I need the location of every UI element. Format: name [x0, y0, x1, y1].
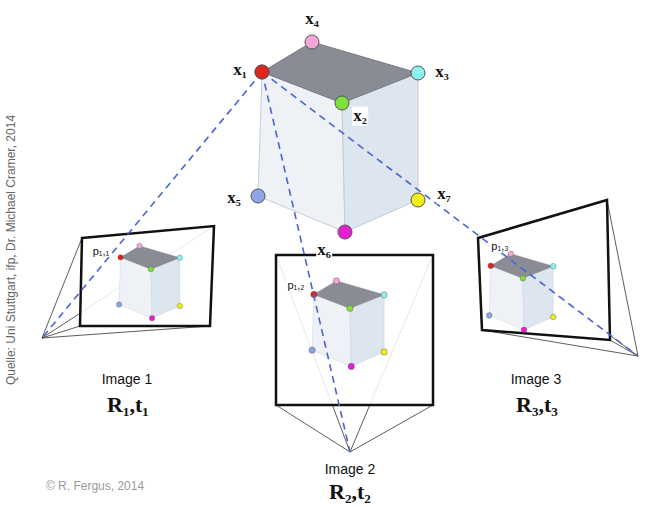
camera-frustum: [276, 255, 433, 452]
image-caption: Image 1: [102, 372, 153, 387]
point-label: x₂: [352, 107, 368, 126]
pose-label: R₁,t₁: [107, 393, 149, 417]
point-label: x₁: [232, 61, 248, 80]
projected-cube: [486, 251, 556, 333]
copyright-note: © R. Fergus, 2014: [46, 480, 144, 493]
projection-label: p₁,₂: [286, 279, 305, 291]
camera-frustum: [42, 226, 214, 338]
point-label: x₄: [304, 10, 320, 29]
world-point: [255, 65, 269, 79]
point-label: x₇: [436, 185, 452, 204]
point-label: x₃: [434, 63, 450, 82]
projection-ray: [42, 72, 638, 452]
image-caption: Image 3: [511, 372, 562, 387]
pose-label: R₃,t₃: [516, 393, 558, 417]
projection-label: p₁,₃: [490, 240, 509, 252]
image-plane: [276, 255, 433, 405]
image-plane: [80, 226, 214, 326]
source-note: Quelle: Uni Stuttgart, ifp, Dr. Michael …: [5, 115, 18, 385]
point-label: x₆: [316, 241, 332, 260]
projection-label: p₁,₁: [92, 245, 111, 257]
pose-label: R₂,t₂: [329, 480, 371, 504]
point-label: x₅: [226, 189, 242, 208]
image-caption: Image 2: [325, 462, 376, 477]
camera-frustum: [478, 200, 638, 356]
projected-cube: [116, 243, 182, 321]
